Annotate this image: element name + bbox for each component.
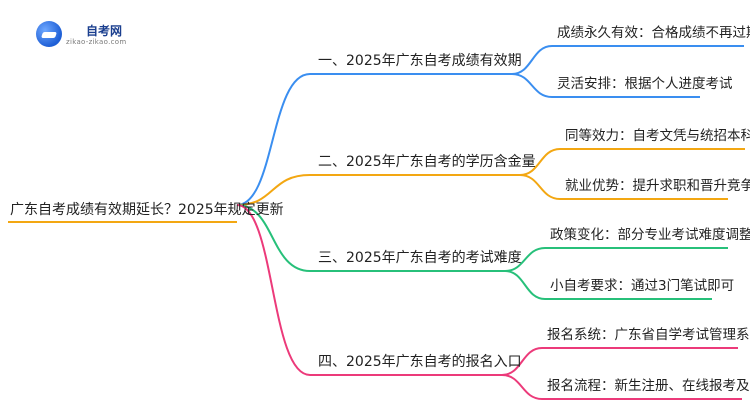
branch-1-leaf-2: 灵活安排：根据个人进度考试 — [557, 76, 733, 92]
branch-2-leaf-2-link — [519, 174, 561, 200]
branch-3-leaf-1-link — [504, 247, 546, 272]
branch-3-leaf-1: 政策变化：部分专业考试难度调整 — [550, 227, 750, 243]
branch-2-leaf-2: 就业优势：提升求职和晋升竞争力 — [565, 178, 750, 194]
branch-2-trunk — [236, 174, 311, 206]
branch-2-label: 二、2025年广东自考的学历含金量 — [318, 154, 536, 170]
branch-3-label: 三、2025年广东自考的考试难度 — [318, 250, 522, 266]
branch-1-leaf-1: 成绩永久有效：合格成绩不再过期 — [557, 25, 750, 41]
branch-4-lines — [236, 204, 742, 400]
branch-4-leaf-1-link — [501, 347, 543, 376]
graduation-cap-icon — [36, 21, 62, 47]
branch-4-label: 四、2025年广东自考的报名入口 — [318, 354, 522, 370]
branch-4-trunk — [236, 204, 311, 376]
site-logo[interactable]: 自考网 zikao-zikao.com — [36, 20, 156, 50]
branch-3-leaf-2-link — [504, 270, 546, 300]
branch-2-leaf-1: 同等效力：自考文凭与统招本科相同 — [565, 128, 750, 144]
branch-4-leaf-1: 报名系统：广东省自学考试管理系统 — [547, 327, 750, 343]
logo-url: zikao-zikao.com — [66, 38, 127, 46]
branch-2-leaf-1-link — [519, 148, 561, 176]
branch-3-trunk — [236, 204, 311, 272]
root-topic: 广东自考成绩有效期延长？2025年规定更新 — [10, 202, 284, 218]
branch-4-leaf-2-link — [501, 374, 543, 400]
branch-1-lines — [236, 45, 744, 206]
branch-3-leaf-2: 小自考要求：通过3门笔试即可 — [550, 278, 735, 294]
branch-1-label: 一、2025年广东自考成绩有效期 — [318, 53, 522, 69]
branch-3-lines — [236, 204, 728, 300]
logo-name: 自考网 — [86, 24, 123, 38]
branch-1-leaf-2-link — [511, 73, 553, 98]
branch-1-leaf-1-link — [511, 45, 553, 75]
branch-4-leaf-2: 报名流程：新生注册、在线报考及缴费 — [547, 378, 750, 394]
branch-1-trunk — [236, 73, 311, 206]
branch-2-lines — [236, 148, 745, 206]
